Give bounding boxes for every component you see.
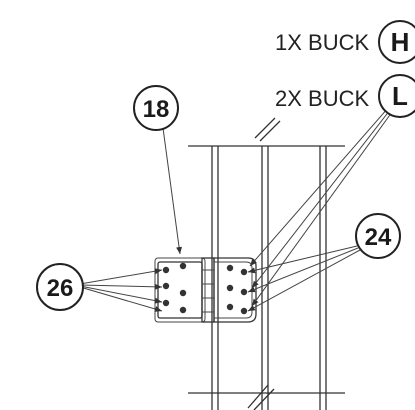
callout-l-text: L [392,81,408,111]
hinge-leaf-right [213,257,257,323]
callout-26: 26 [36,263,84,311]
hinge-leaf-left [154,257,206,323]
callout-h-text: H [391,27,410,57]
screw-holes-left [162,262,187,314]
leaders-l [249,107,393,307]
leaders-26 [79,268,163,312]
door-frame [188,145,345,410]
leader-18 [162,127,183,255]
callout-24: 24 [355,213,401,259]
screw-holes-right [226,264,248,315]
break-mark-top [254,117,281,142]
label-2x-buck: 2X BUCK [275,86,369,111]
callout-18: 18 [133,85,179,131]
leaders-24 [247,245,361,312]
break-mark-bottom [247,384,275,410]
callout-24-text: 24 [365,224,392,251]
callout-h: H [378,20,415,64]
label-1x-buck: 1X BUCK [275,30,369,55]
callout-18-text: 18 [143,96,170,123]
callout-l: L [378,74,415,118]
callout-26-text: 26 [47,275,74,302]
